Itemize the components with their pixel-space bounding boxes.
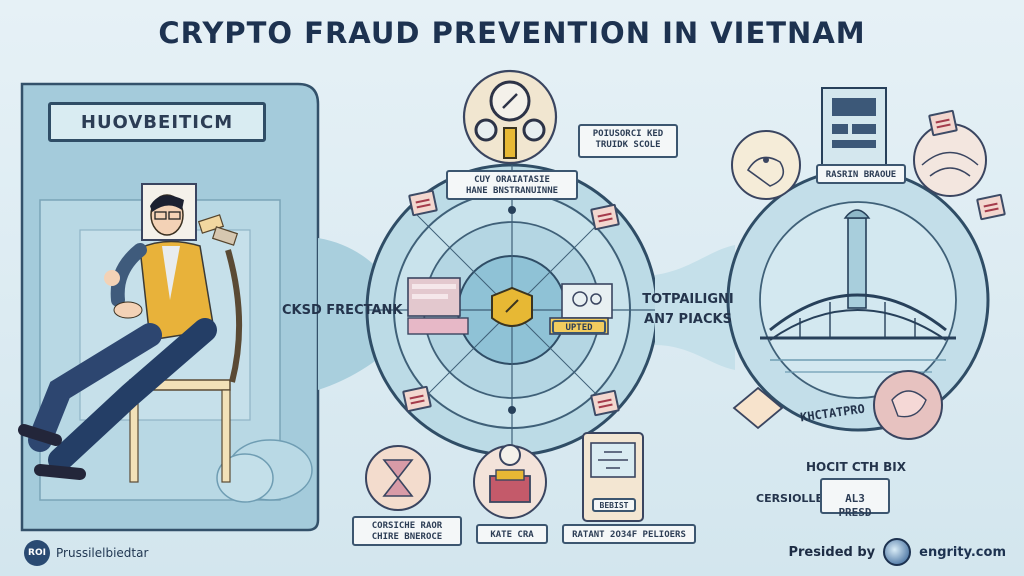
shield-icon: [473, 444, 547, 519]
brand-logo-text: ROI: [28, 548, 46, 558]
bottom3-caption: RATANT 2O34F PELIOERS: [562, 524, 696, 544]
brand-logo-icon: ROI: [24, 540, 50, 566]
bridge-icon: [760, 209, 956, 373]
bottom-right-left-label: CERSIOLLE: [756, 492, 823, 505]
lock-icon: [462, 69, 558, 165]
top-caption: CUY ORAIATASIE HANE BNSTRANUINNE: [446, 170, 578, 200]
bottom1-line2: CHIRE BNEROCE: [371, 532, 443, 543]
globe-icon: [913, 123, 987, 197]
globe-logo-icon: [883, 538, 912, 566]
bottom1-caption: CORSICHE RAOR CHIRE BNEROCE: [352, 516, 462, 546]
right-label-line2: AN7 PIACKS: [644, 311, 732, 327]
robot-icon: [731, 130, 801, 200]
page-title: CRYPTO FRAUD PREVENTION IN VIETNAM: [158, 16, 866, 50]
brand-name: Prussilelbiedtar: [56, 546, 149, 560]
bottom3-screen: BEBIST: [592, 498, 636, 512]
right-top-label: RASRIN BRAOUE: [816, 164, 906, 184]
top-info-line1: POIUSORCI KED: [592, 129, 664, 139]
footer-brand: ROI Prussilelbiedtar: [24, 540, 148, 566]
site-link[interactable]: engrity.com: [919, 544, 1006, 560]
top-info-box: POIUSORCI KED TRUIDK SCOLE: [578, 124, 678, 158]
left-label: CKSD FRECTANK: [282, 303, 403, 318]
top-caption-line1: CUY ORAIATASIE: [474, 175, 550, 185]
bottom-right-title: HOCIT CTH BIX: [806, 460, 906, 474]
top-caption-line2: HANE BNSTRANUINNE: [465, 186, 559, 197]
bottom2-caption: KATE CRA: [476, 524, 548, 544]
right-label: TOTPAILIGNI AN7 PIACKS: [636, 292, 740, 327]
footer-presented: Presided by engrity.com: [788, 538, 1006, 566]
top-info-line2: TRUIDK SCOLE: [595, 140, 661, 151]
center-badge: UPTED: [552, 320, 606, 334]
left-banner: HUOVBEITICM: [48, 102, 266, 142]
warning-icon: [732, 370, 943, 440]
hourglass-icon: [365, 445, 431, 511]
document-icon: [821, 87, 887, 167]
right-label-line1: TOTPAILIGNI: [642, 292, 734, 307]
bottom1-line1: CORSICHE RAOR: [371, 521, 443, 531]
presented-by-label: Presided by: [788, 544, 876, 560]
bottom-right-box: AL3 PRESD: [820, 478, 890, 519]
person-icon: [18, 183, 243, 483]
